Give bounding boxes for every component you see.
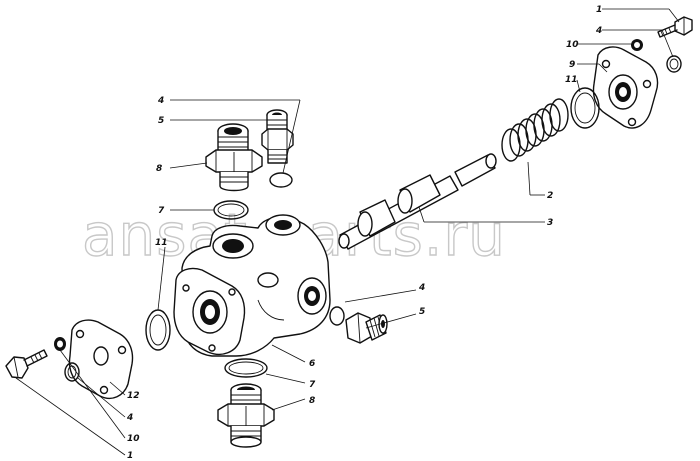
valve-body [173,214,331,357]
callout-1-lower: 1 [127,451,133,461]
spring [501,98,569,162]
callout-5-middle: 5 [419,307,425,317]
callout-12: 12 [127,391,140,401]
callout-10-lower: 10 [127,434,140,444]
o-ring-lower [224,358,268,378]
callout-4-top: 4 [595,26,602,36]
callout-7-upper: 7 [158,206,165,216]
cover-plate-top-right [592,46,659,129]
callout-labels: 1 4 10 9 11 4 5 8 2 3 7 11 4 5 6 7 8 12 … [126,5,602,461]
union-fitting-lower [217,383,275,448]
callout-4-upper: 4 [157,96,164,106]
callout-9: 9 [569,60,575,70]
washer-middle [329,306,345,326]
cover-plate-lower-left [68,319,134,400]
callout-4-lower: 4 [126,413,133,423]
washer-lower-left [54,337,80,382]
callout-8-upper: 8 [156,164,162,174]
union-fitting-upper-large [205,123,263,192]
leader-lines [15,8,680,456]
callout-3: 3 [547,218,553,228]
bolt-top-right [657,16,693,38]
callout-10-top: 10 [566,40,579,50]
bolt-lower-left [5,349,48,379]
callout-1-top: 1 [596,5,602,15]
o-ring-left [145,309,171,351]
callout-7-lower: 7 [309,380,316,390]
washer-top-right [631,39,682,73]
o-ring-right [570,87,600,129]
callout-6: 6 [309,359,315,369]
callout-8-lower: 8 [309,396,315,406]
union-fitting-middle [345,312,388,344]
callout-11-right: 11 [565,75,578,85]
union-fitting-upper-small [261,109,294,164]
callout-2: 2 [547,191,553,201]
washer-upper [269,172,293,188]
callout-4-middle: 4 [418,283,425,293]
callout-11-left: 11 [155,238,168,248]
callout-5-upper: 5 [158,116,164,126]
valve-plunger [338,153,497,250]
